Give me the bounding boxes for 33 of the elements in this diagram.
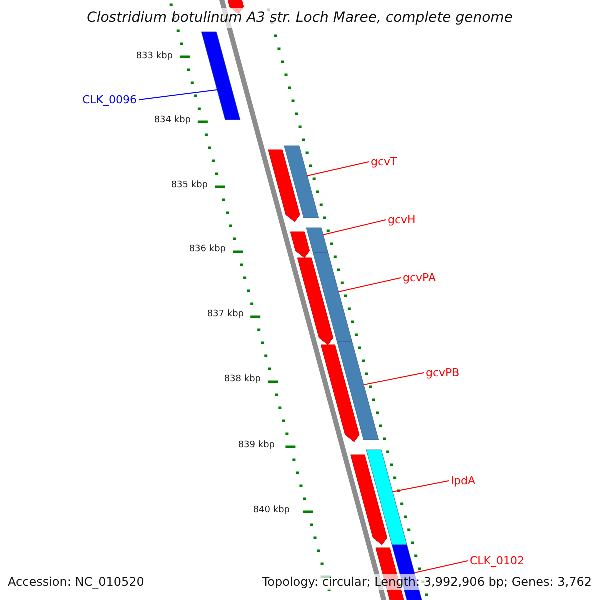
leader-line [363,372,424,386]
position-label: 833 kbp [136,52,173,62]
gene-feature [320,344,360,442]
position-label: 837 kbp [207,310,244,320]
gene-bar [201,32,241,120]
gene-label: CLK_0102 [470,554,525,568]
gene-bar [284,146,320,218]
position-label: 836 kbp [189,244,226,256]
gene-bar [313,252,353,342]
gene-feature [297,258,334,346]
position-label: 835 kbp [171,180,208,192]
gene-feature [290,232,310,258]
leader-line [392,480,450,492]
position-label: 834 kbp [154,116,191,126]
gene-bar [306,228,328,254]
position-label: 840 kbp [253,506,290,516]
footer-text: Topology: circular; Length: 3,992,906 bp; Genes: 3,762 [262,574,592,590]
leader-line [414,560,468,574]
leader-line [322,220,386,236]
gene-bar [337,342,379,440]
gene-label: CLK_0096 [82,94,137,106]
leader-line [138,90,218,100]
footer-text: Accession: NC_010520 [8,574,144,590]
gene-label: gcvT [371,156,398,168]
gene-feature [268,150,300,222]
gene-feature [350,454,388,546]
gene-label: gcvPA [403,272,436,284]
gene-label: gcvPB [426,366,460,380]
position-label: 839 kbp [238,440,275,452]
position-label: 838 kbp [224,374,261,386]
gene-label: gcvH [388,214,416,226]
gene-bar [366,450,408,546]
gene-label: lpdA [451,474,476,488]
